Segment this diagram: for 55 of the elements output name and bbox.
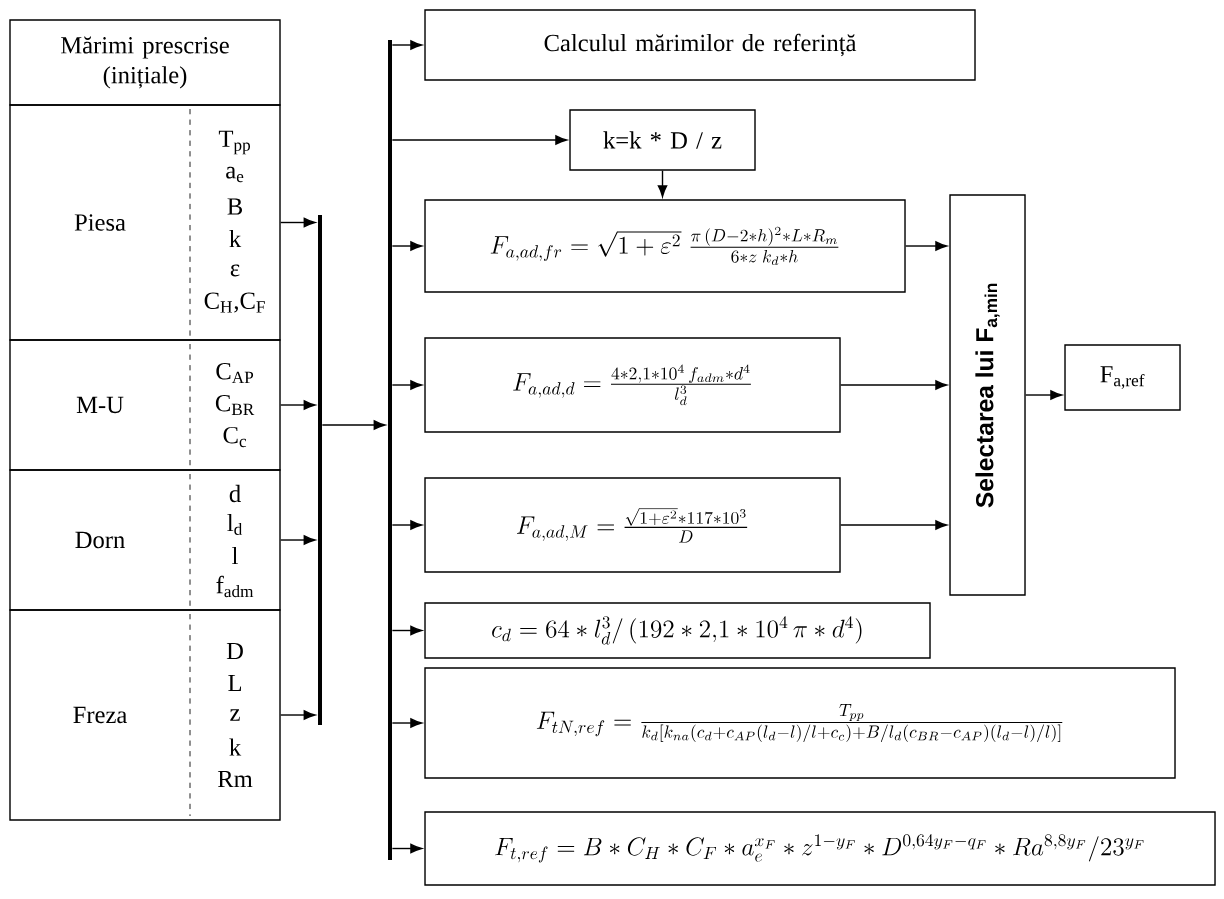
arrow	[321, 420, 386, 430]
group-box	[9, 469, 281, 611]
parameter-label: T$_{pp}$	[218, 130, 250, 155]
formula-box: $F_{tN,ref} = \frac{T_{pp}}{k_{d}[k_{na}(c_{d}+c_{AP}(l_{d}-l)/l+c_{c})+B/l_{d}(c_{BR}-c_{AP})(l_{d}-l)/l)]}$	[424, 667, 1176, 779]
parameter-label: D	[226, 642, 243, 660]
formula-box: $F_{a,ad,fr} = \sqrt{1+\varepsilon^{2}}\;\frac{\pi\,(D-2*h)^{2}*L*R_{m}}{6*z\;k_{d}*h}$	[424, 199, 906, 293]
parameter-label: f$_{adm}$	[216, 575, 254, 598]
group-box	[9, 609, 281, 821]
group-label: Freza	[73, 706, 127, 724]
parameter-label: l$_{d}$	[227, 513, 243, 535]
group-label: M-U	[76, 396, 124, 414]
group-box	[9, 339, 281, 471]
parameter-label: ε	[230, 264, 240, 277]
group-label: Piesa	[74, 214, 126, 231]
arrow	[391, 380, 423, 390]
parameter-label: d	[229, 484, 241, 503]
arrow	[391, 843, 423, 854]
arrow	[657, 170, 668, 198]
arrow	[391, 625, 423, 636]
parameter-label: l	[232, 546, 238, 565]
arrow	[280, 400, 316, 410]
arrow	[280, 710, 316, 720]
parameter-label: B	[227, 198, 242, 215]
arrow	[1025, 390, 1063, 400]
group-box	[9, 104, 281, 341]
formula-box: $F_{t,ref} = B*C_{H}*C_{F}*a_{e}^{x_{F}}*z^{1-y_{F}}*D^{0{,}64y_{F}-q_{F}}*Ra^{8{,}8y_{F}}/23^{y_{F}}$	[424, 811, 1216, 886]
parameter-label: C$_{BR}$	[215, 394, 255, 416]
process-box: k=k * D / z	[569, 109, 756, 171]
process-box: F$_{a,ref}$	[1064, 344, 1181, 411]
formula-box: $F_{a,ad,d} = \frac{4*2{,}1*10^{4}\,f_{adm}*d^{4}}{l_{d}^{3}}$	[424, 337, 841, 433]
arrow	[840, 520, 948, 530]
header-box: Mărimi prescrise (inițiale)	[9, 19, 281, 106]
selection-box: Selectarea lui F$_{a,min}$	[949, 194, 1026, 596]
formula-box: $c_{d} = 64*l_{d}^{3}/\,(192*2{,}1*10^{4}\,\pi*d^{4})$	[424, 602, 931, 659]
arrow	[905, 241, 948, 251]
parameter-label: C$_{c}$	[223, 426, 247, 448]
parameter-label: L	[228, 674, 242, 692]
arrow	[280, 535, 316, 545]
parameter-label: C$_{AP}$	[216, 362, 254, 384]
parameter-label: k	[229, 738, 242, 756]
parameter-label: C$_{H}$,C$_{F}$	[204, 292, 265, 313]
arrow	[840, 380, 948, 390]
arrow	[391, 718, 423, 728]
formula-box: $F_{a,ad,M} = \frac{\sqrt{1+\varepsilon^{2}}*117*10^{3}}{D}$	[424, 477, 841, 573]
process-box: Calculul mărimilor de referință	[424, 9, 976, 81]
parameter-label: z	[230, 709, 240, 721]
arrow	[391, 241, 423, 251]
parameter-label: Rm	[217, 770, 253, 788]
arrow	[391, 135, 568, 145]
arrow	[391, 40, 423, 50]
parameter-label: k	[229, 229, 242, 248]
arrow	[280, 217, 316, 228]
parameter-label: a$_{e}$	[226, 166, 244, 183]
group-label: Dorn	[75, 531, 125, 549]
arrow	[391, 520, 423, 530]
